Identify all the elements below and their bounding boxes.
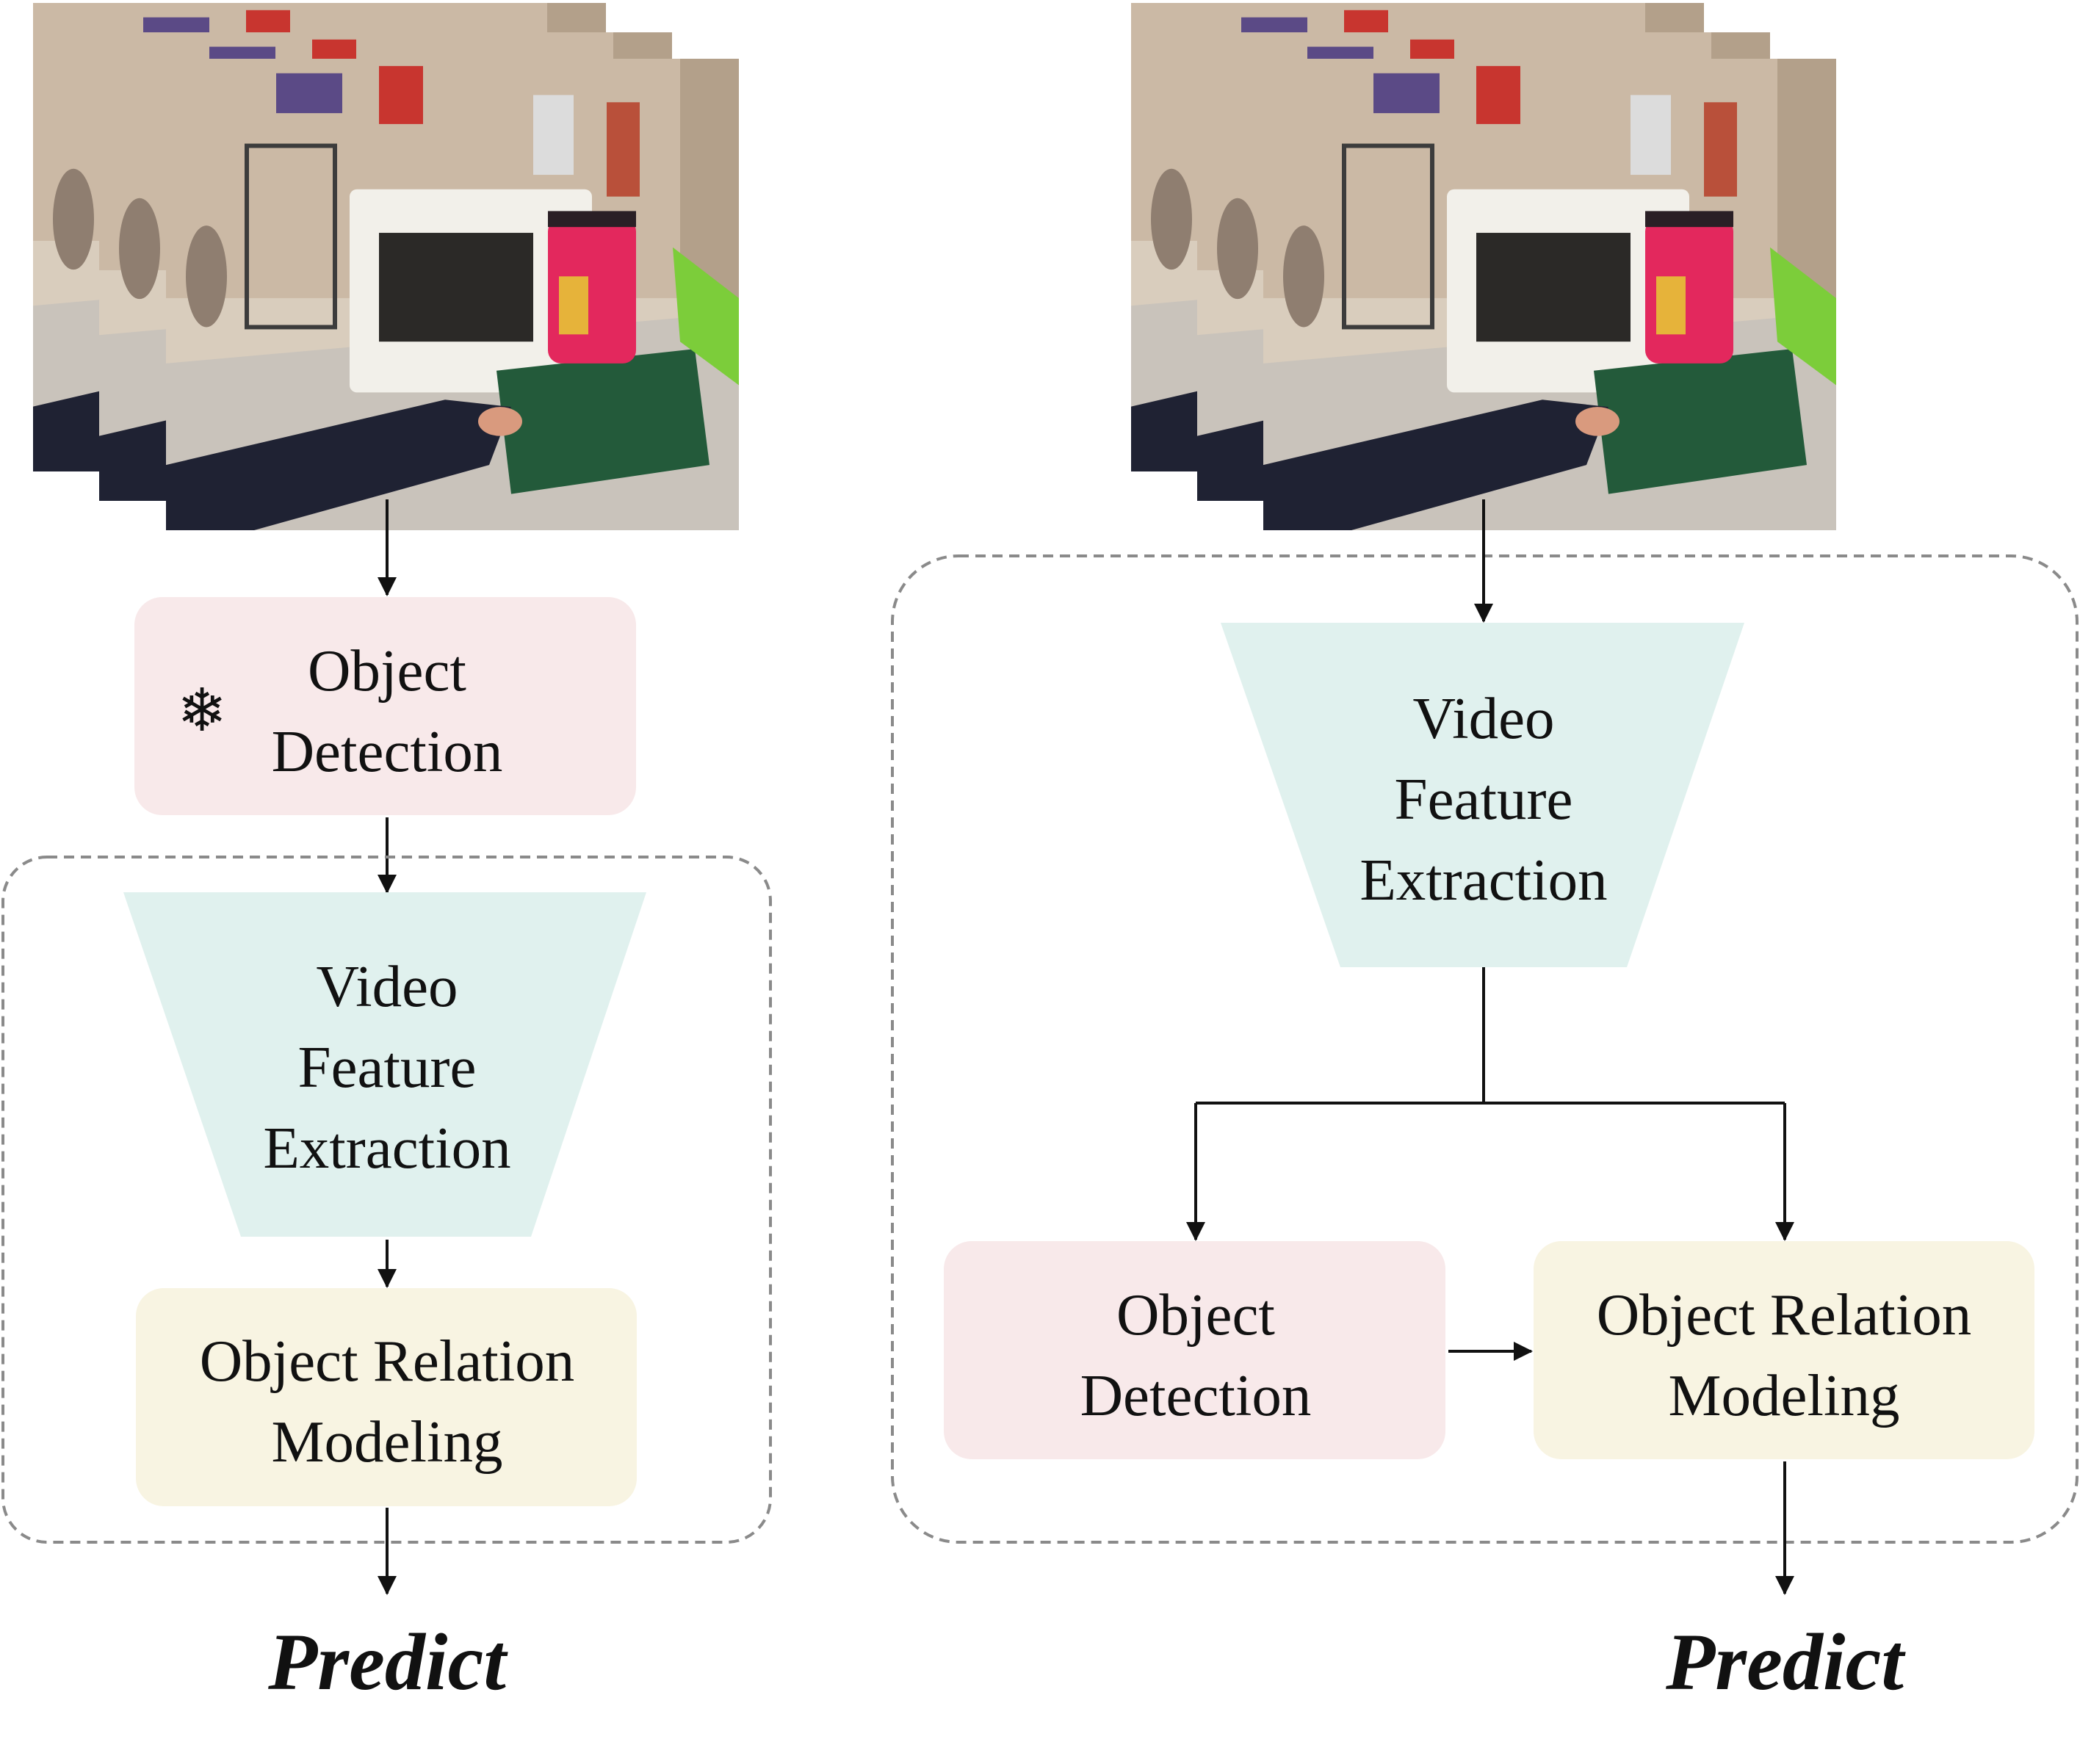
left-frame-front-image	[166, 59, 739, 530]
right-object-detection-box: Object Detection	[944, 1241, 1445, 1459]
right-feature-line-3: Extraction	[1359, 847, 1607, 913]
left-feature-line-1: Video	[316, 953, 458, 1019]
right-relation-line-1: Object Relation	[1597, 1282, 1972, 1348]
right-relation-line-2: Modeling	[1669, 1362, 1900, 1428]
left-predict-label: Predict	[267, 1617, 508, 1707]
right-video-frames	[1131, 3, 1836, 530]
left-object-relation-box: Object Relation Modeling	[136, 1288, 637, 1506]
right-branch-connector	[1186, 967, 1794, 1241]
left-object-detection-box: ❄ Object Detection	[134, 597, 636, 815]
left-feature-trapezoid	[123, 892, 646, 1237]
right-feature-line-1: Video	[1412, 685, 1554, 751]
right-object-detection-bg	[944, 1241, 1445, 1459]
right-feature-line-2: Feature	[1395, 766, 1573, 832]
right-pipeline: Video Feature Extraction Object Detectio…	[891, 3, 2079, 1707]
left-video-feature-extraction: Video Feature Extraction	[123, 892, 646, 1237]
right-video-feature-extraction: Video Feature Extraction	[1221, 623, 1744, 967]
left-relation-line-1: Object Relation	[200, 1328, 575, 1394]
left-object-detection-bg	[134, 597, 636, 815]
right-detection-line-1: Object	[1116, 1282, 1275, 1348]
left-detection-line-2: Detection	[272, 718, 503, 784]
left-object-relation-bg	[136, 1288, 637, 1506]
left-trainable-group	[1, 856, 772, 1544]
right-frame-front-image	[1263, 59, 1836, 530]
right-predict-label: Predict	[1665, 1617, 1906, 1707]
right-detection-line-2: Detection	[1080, 1362, 1312, 1428]
right-feature-trapezoid	[1221, 623, 1744, 967]
left-feature-line-3: Extraction	[263, 1115, 510, 1181]
right-object-relation-box: Object Relation Modeling	[1534, 1241, 2034, 1459]
left-video-frames	[33, 3, 739, 530]
right-object-relation-bg	[1534, 1241, 2034, 1459]
snowflake-icon: ❄	[177, 678, 227, 744]
left-relation-line-2: Modeling	[272, 1409, 503, 1475]
left-feature-line-2: Feature	[298, 1034, 477, 1100]
left-pipeline: ❄ Object Detection Video Feature Extract…	[1, 3, 772, 1707]
left-detection-line-1: Object	[308, 637, 466, 704]
